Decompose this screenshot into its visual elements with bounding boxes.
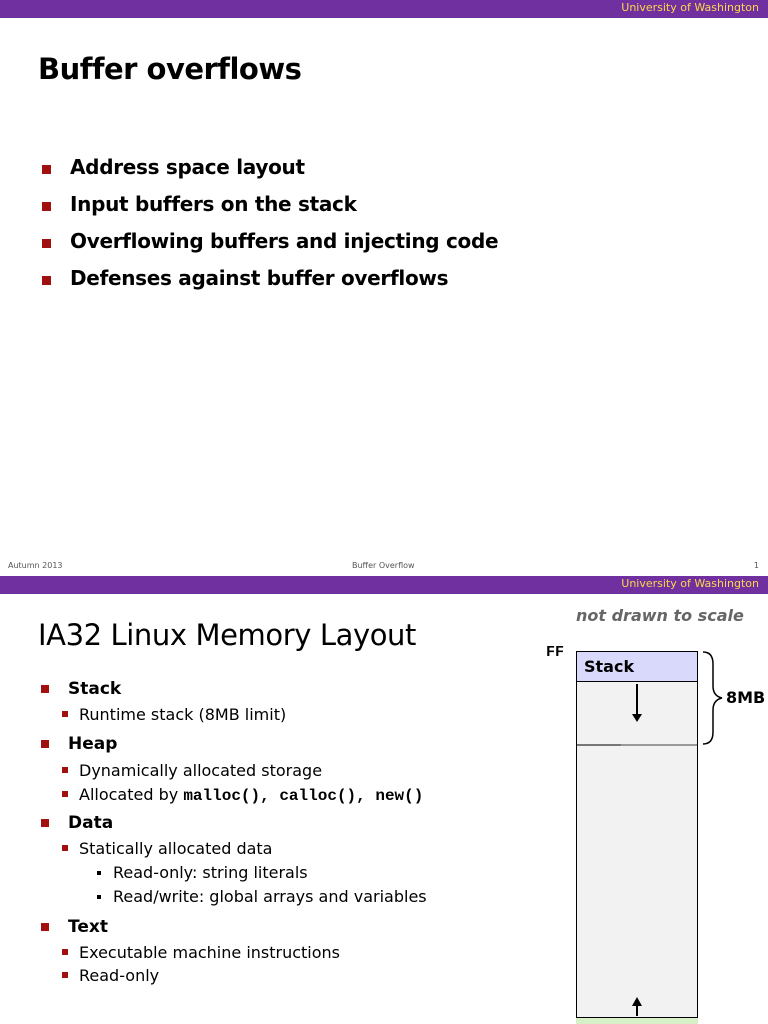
footer-page-number: 1 — [753, 561, 759, 570]
item-text: Runtime stack (8MB limit) — [79, 705, 287, 724]
bullet-text: Input buffers on the stack — [70, 192, 357, 216]
section-item: Allocated by malloc(), calloc(), new() — [62, 785, 424, 805]
top-address-label: FF — [546, 644, 565, 661]
slide-title: Buffer overflows — [38, 52, 302, 86]
square-bullet-icon — [62, 972, 68, 978]
section-data: Data — [41, 813, 114, 833]
institution-name: University of Washington — [621, 577, 759, 590]
footer-date: Autumn 2013 — [8, 561, 63, 570]
bullet-item: Overflowing buffers and injecting code — [40, 229, 499, 266]
section-label: Stack — [68, 679, 122, 699]
item-text: Dynamically allocated storage — [79, 761, 323, 780]
section-item: Statically allocated data — [62, 839, 273, 858]
square-bullet-icon — [41, 819, 49, 827]
curly-brace-icon — [702, 651, 723, 745]
square-bullet-icon — [42, 276, 51, 285]
bullet-item: Defenses against buffer overflows — [40, 266, 498, 303]
square-bullet-icon — [62, 949, 68, 955]
section-subitem: Read-only: string literals — [97, 863, 308, 882]
square-bullet-icon — [41, 923, 49, 931]
section-label: Data — [68, 813, 114, 833]
bullet-text: Overflowing buffers and injecting code — [70, 229, 499, 253]
small-bullet-icon — [97, 895, 101, 899]
item-text: Allocated by — [79, 785, 179, 804]
heap-growth-arrow-icon — [632, 997, 642, 1016]
code-functions: malloc(), calloc(), new() — [183, 787, 424, 805]
section-label: Heap — [68, 734, 118, 754]
stack-size-label: 8MB — [726, 688, 766, 707]
square-bullet-icon — [41, 740, 49, 748]
small-bullet-icon — [97, 871, 101, 875]
section-label: Text — [68, 917, 108, 937]
section-item: Read-only — [62, 966, 160, 985]
subitem-text: Read-only: string literals — [113, 863, 308, 882]
item-text: Read-only — [79, 966, 160, 985]
lower-region — [576, 1017, 698, 1024]
section-item: Dynamically allocated storage — [62, 761, 323, 780]
stack-region-label: Stack — [584, 657, 635, 676]
header-bar: University of Washington — [0, 0, 768, 18]
diagram-overlay — [632, 651, 723, 1016]
stack-growth-arrow-icon — [632, 684, 642, 722]
item-text: Statically allocated data — [79, 839, 273, 858]
square-bullet-icon — [62, 767, 68, 773]
bullet-text: Address space layout — [70, 155, 305, 179]
slide-title: IA32 Linux Memory Layout — [38, 618, 417, 652]
square-bullet-icon — [62, 845, 68, 851]
section-subitem: Read/write: global arrays and variables — [97, 887, 427, 906]
stack-limit-marker — [577, 744, 621, 746]
square-bullet-icon — [42, 239, 51, 248]
bullet-item: Address space layout — [40, 155, 498, 192]
stack-limit-line — [577, 744, 697, 746]
stack-region: Stack — [576, 651, 698, 682]
section-stack: Stack — [41, 679, 122, 699]
scale-note: not drawn to scale — [576, 606, 744, 625]
bullet-item: Input buffers on the stack — [40, 192, 498, 229]
item-text: Executable machine instructions — [79, 943, 341, 962]
slide-1: University of Washington Buffer overflow… — [0, 0, 768, 570]
bullet-text: Defenses against buffer overflows — [70, 266, 449, 290]
section-text: Text — [41, 917, 108, 937]
institution-name: University of Washington — [621, 1, 759, 14]
section-heap: Heap — [41, 734, 118, 754]
square-bullet-icon — [41, 685, 49, 693]
slide-2: University of Washington IA32 Linux Memo… — [0, 576, 768, 1024]
header-bar: University of Washington — [0, 576, 768, 594]
square-bullet-icon — [42, 165, 51, 174]
section-item: Runtime stack (8MB limit) — [62, 705, 287, 724]
square-bullet-icon — [42, 202, 51, 211]
square-bullet-icon — [62, 711, 68, 717]
bullet-list: Address space layout Input buffers on th… — [40, 155, 499, 303]
square-bullet-icon — [62, 791, 68, 797]
section-item: Executable machine instructions — [62, 943, 341, 962]
footer-topic: Buffer Overflow — [352, 561, 415, 570]
subitem-text: Read/write: global arrays and variables — [113, 887, 427, 906]
